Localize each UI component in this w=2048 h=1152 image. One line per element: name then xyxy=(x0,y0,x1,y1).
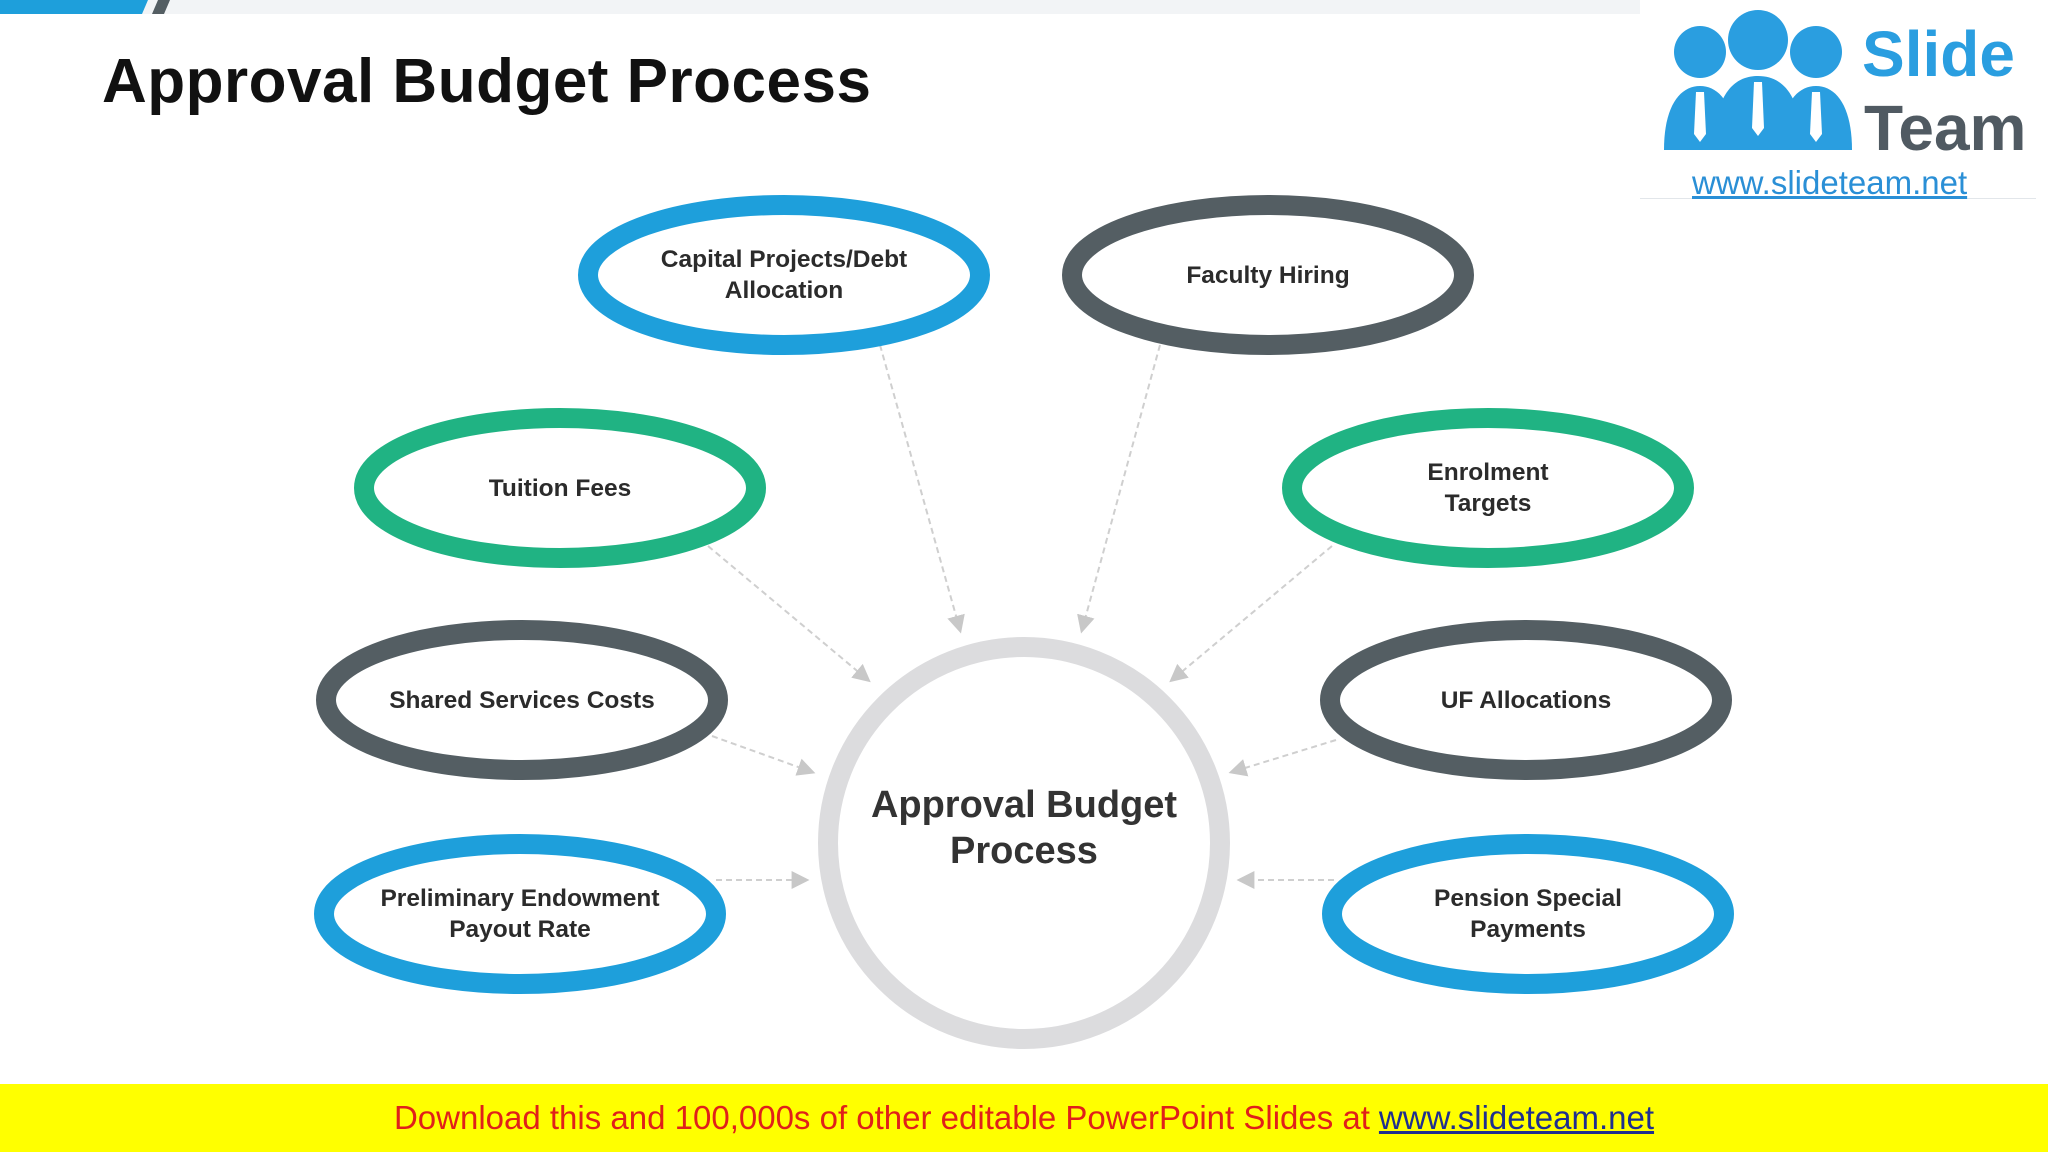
hub-label: Approval Budget Process xyxy=(870,784,1178,872)
node-shared-services-costs-label: Shared Services Costs xyxy=(389,686,655,714)
top-accent-bar xyxy=(0,0,1640,14)
approval-budget-diagram xyxy=(314,195,1734,1049)
node-pension-special-payments-label: Pension Special Payments xyxy=(1434,885,1622,943)
node-uf-allocations-label: UF Allocations xyxy=(1440,686,1612,714)
slideteam-logo[interactable]: Slide Team www.slideteam.net xyxy=(1640,0,2036,201)
node-layer xyxy=(314,195,1734,994)
node-pension-special-payments-ellipse xyxy=(1322,834,1734,994)
logo-word-slide: Slide xyxy=(1862,18,2015,90)
node-enrolment-targets-label: Enrolment Targets xyxy=(1427,459,1549,517)
footer-banner: Download this and 100,000s of other edit… xyxy=(0,1084,2048,1152)
connector-enrolment-targets xyxy=(1169,545,1333,683)
hub-circle xyxy=(818,637,1230,1049)
node-capital-projects-ellipse xyxy=(578,195,990,355)
connector-tuition-fees xyxy=(707,545,871,683)
node-tuition-fees-ellipse xyxy=(354,408,766,568)
connector-faculty-hiring xyxy=(1077,344,1161,634)
node-faculty-hiring-ellipse xyxy=(1062,195,1474,355)
node-tuition-fees-label: Tuition Fees xyxy=(488,474,632,502)
three-people-logo-icon xyxy=(1664,10,1852,150)
node-shared-services-costs-ellipse xyxy=(316,620,728,780)
node-capital-projects-label: Capital Projects/Debt Allocation xyxy=(660,246,908,304)
node-uf-allocations-ellipse xyxy=(1320,620,1732,780)
footer-text: Download this and 100,000s of other edit… xyxy=(393,1099,1370,1136)
node-faculty-hiring-label: Faculty Hiring xyxy=(1186,261,1350,289)
node-preliminary-endowment-ellipse xyxy=(314,834,726,994)
connector-capital-projects xyxy=(879,344,965,634)
connector-layer xyxy=(707,344,1337,889)
top-accent-stripe xyxy=(0,0,170,14)
footer-link[interactable]: www.slideteam.net xyxy=(1378,1099,1655,1136)
slide-title: Approval Budget Process xyxy=(102,47,872,116)
connector-uf-allocations xyxy=(1228,739,1337,777)
logo-url-link[interactable]: www.slideteam.net xyxy=(1692,164,1968,201)
node-preliminary-endowment-label: Preliminary Endowment Payout Rate xyxy=(380,885,660,943)
logo-word-team: Team xyxy=(1864,92,2027,164)
node-enrolment-targets-ellipse xyxy=(1282,408,1694,568)
connector-shared-services-costs xyxy=(711,735,816,776)
